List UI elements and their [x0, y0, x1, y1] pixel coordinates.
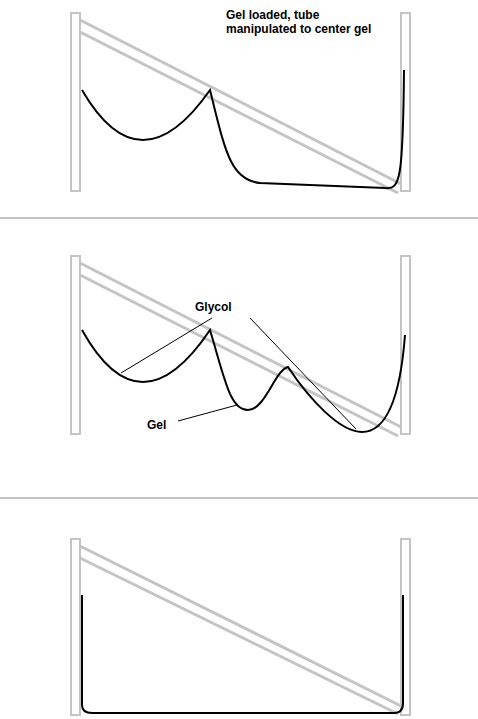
tube-wall: [80, 20, 401, 184]
leader-line: [250, 318, 356, 429]
tube-wall: [80, 32, 398, 193]
leader-line: [178, 405, 237, 421]
tube-wall: [80, 263, 401, 427]
right-post: [401, 256, 410, 434]
left-post: [71, 13, 80, 191]
gel-label: Gel: [147, 418, 166, 432]
tube-wall: [80, 275, 398, 436]
left-post: [71, 539, 80, 715]
panel-3: [71, 539, 410, 715]
panel-caption: Gel loaded, tube manipulated to center g…: [226, 8, 386, 37]
left-post: [71, 256, 80, 434]
gel-glycol-profile: [82, 330, 405, 432]
right-post: [401, 13, 410, 191]
gel-profile: [82, 595, 403, 713]
gel-profile: [82, 70, 404, 188]
panel-2: [71, 256, 410, 436]
panel-1: [71, 13, 410, 193]
panel-divider: [0, 217, 478, 219]
panel-divider: [0, 497, 478, 499]
leader-lines: [121, 318, 356, 429]
leader-line: [121, 318, 212, 373]
tube-wall: [80, 558, 398, 714]
glycol-label: Glycol: [195, 300, 232, 314]
tube-wall: [80, 546, 401, 706]
